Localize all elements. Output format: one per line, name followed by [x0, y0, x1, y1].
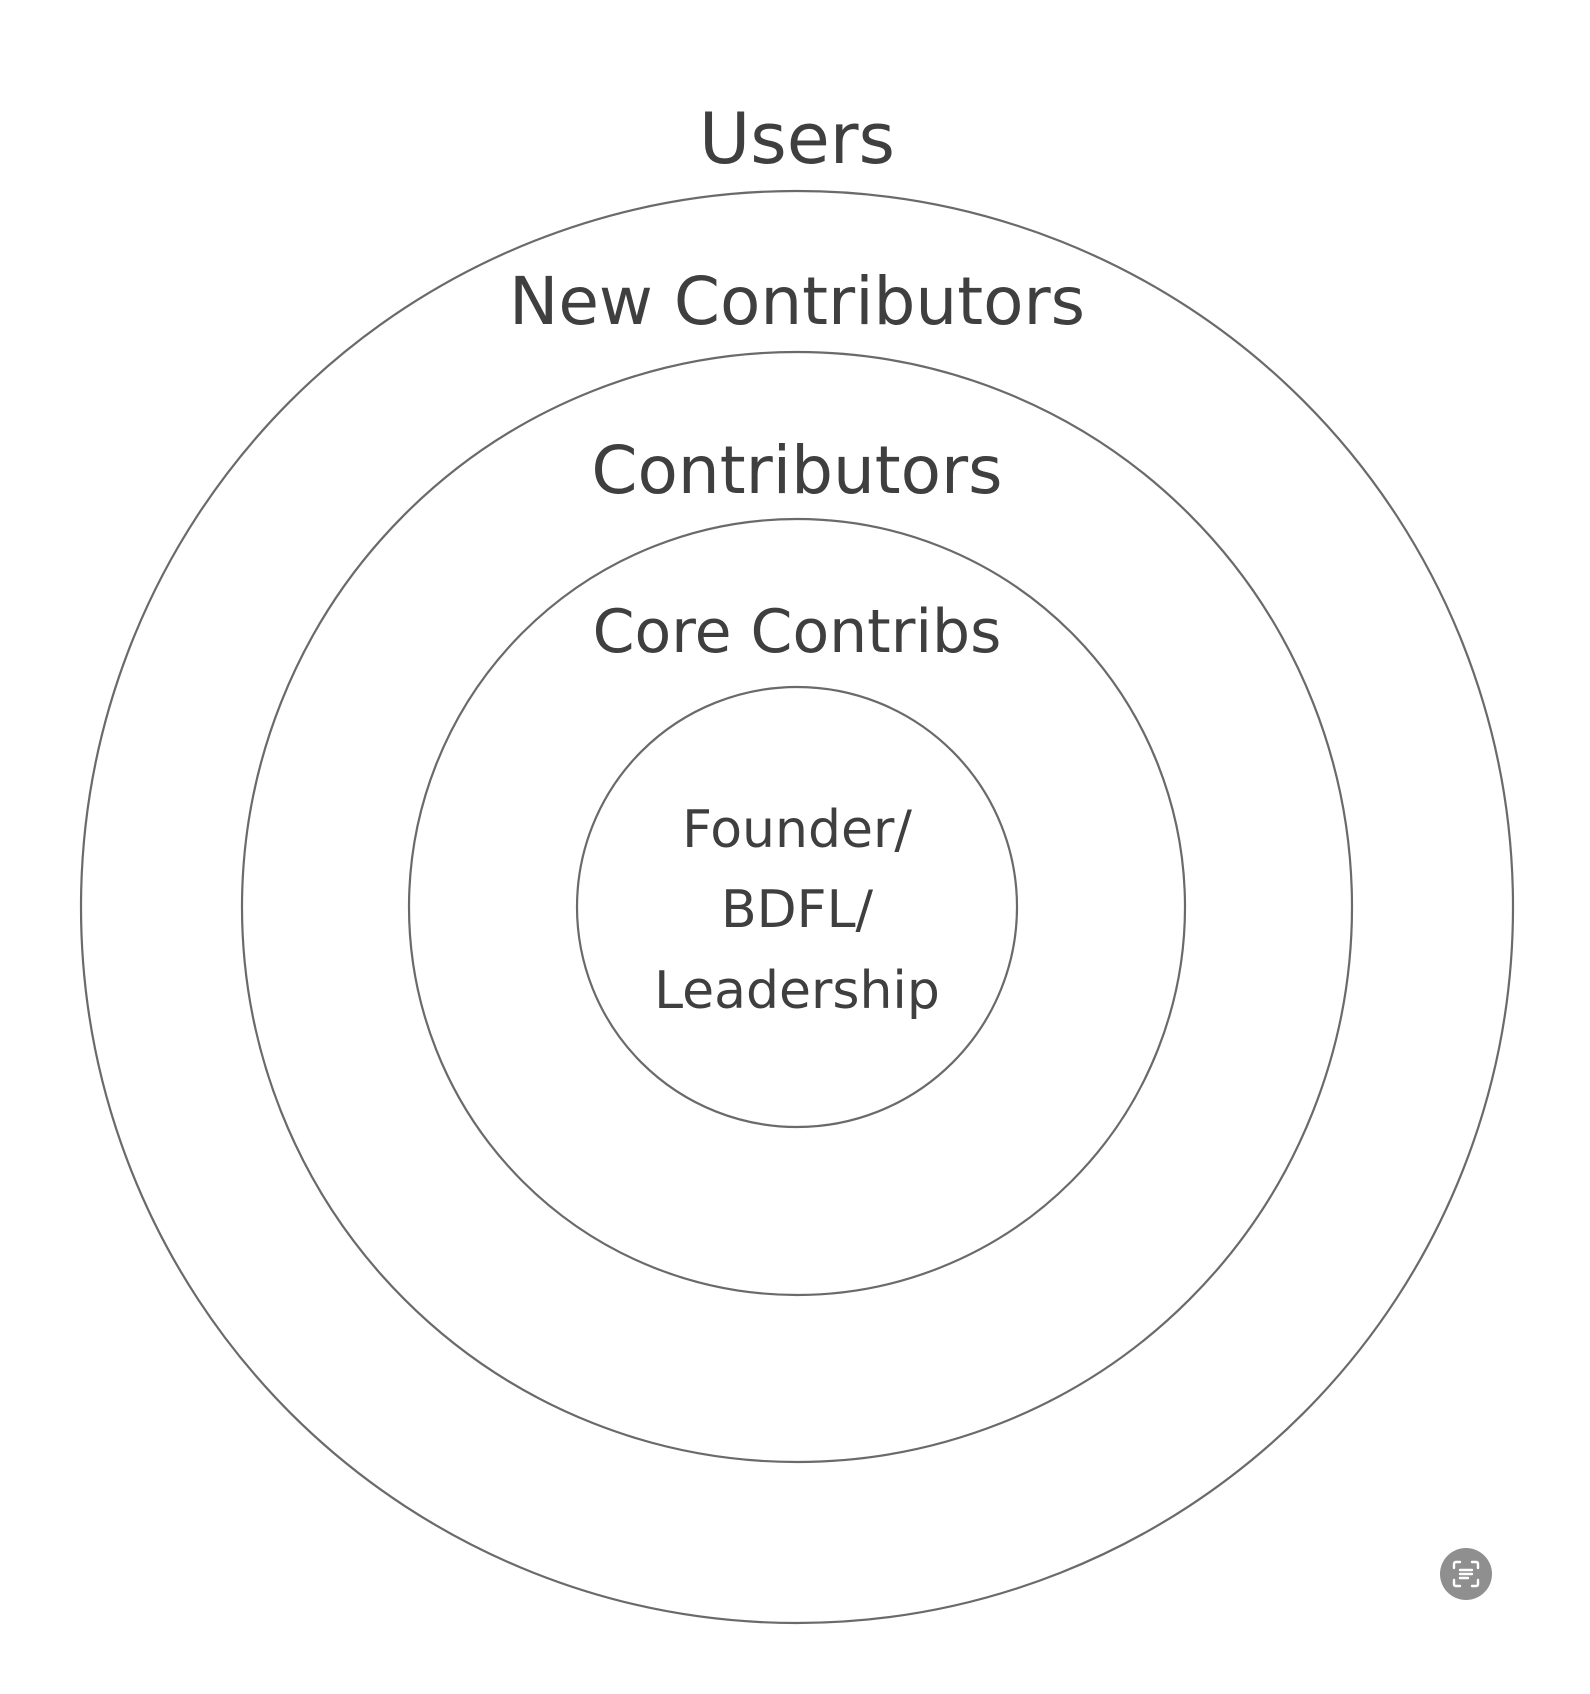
text-scan-button[interactable]	[1440, 1548, 1492, 1600]
label-leadership-line-3: Leadership	[654, 961, 940, 1021]
label-leadership-line-2: BDFL/	[721, 880, 874, 940]
label-leadership-line-1: Founder/	[682, 800, 912, 860]
label-users: Users	[699, 98, 895, 180]
label-new-contributors: New Contributors	[509, 263, 1085, 340]
ring-new-contributors	[240, 350, 1354, 1464]
ring-contributors	[407, 517, 1187, 1297]
ring-users	[79, 189, 1515, 1625]
label-core-contribs: Core Contribs	[593, 597, 1002, 667]
ring-core-contribs	[575, 685, 1019, 1129]
text-scan-icon	[1452, 1560, 1480, 1588]
label-contributors: Contributors	[591, 432, 1002, 509]
